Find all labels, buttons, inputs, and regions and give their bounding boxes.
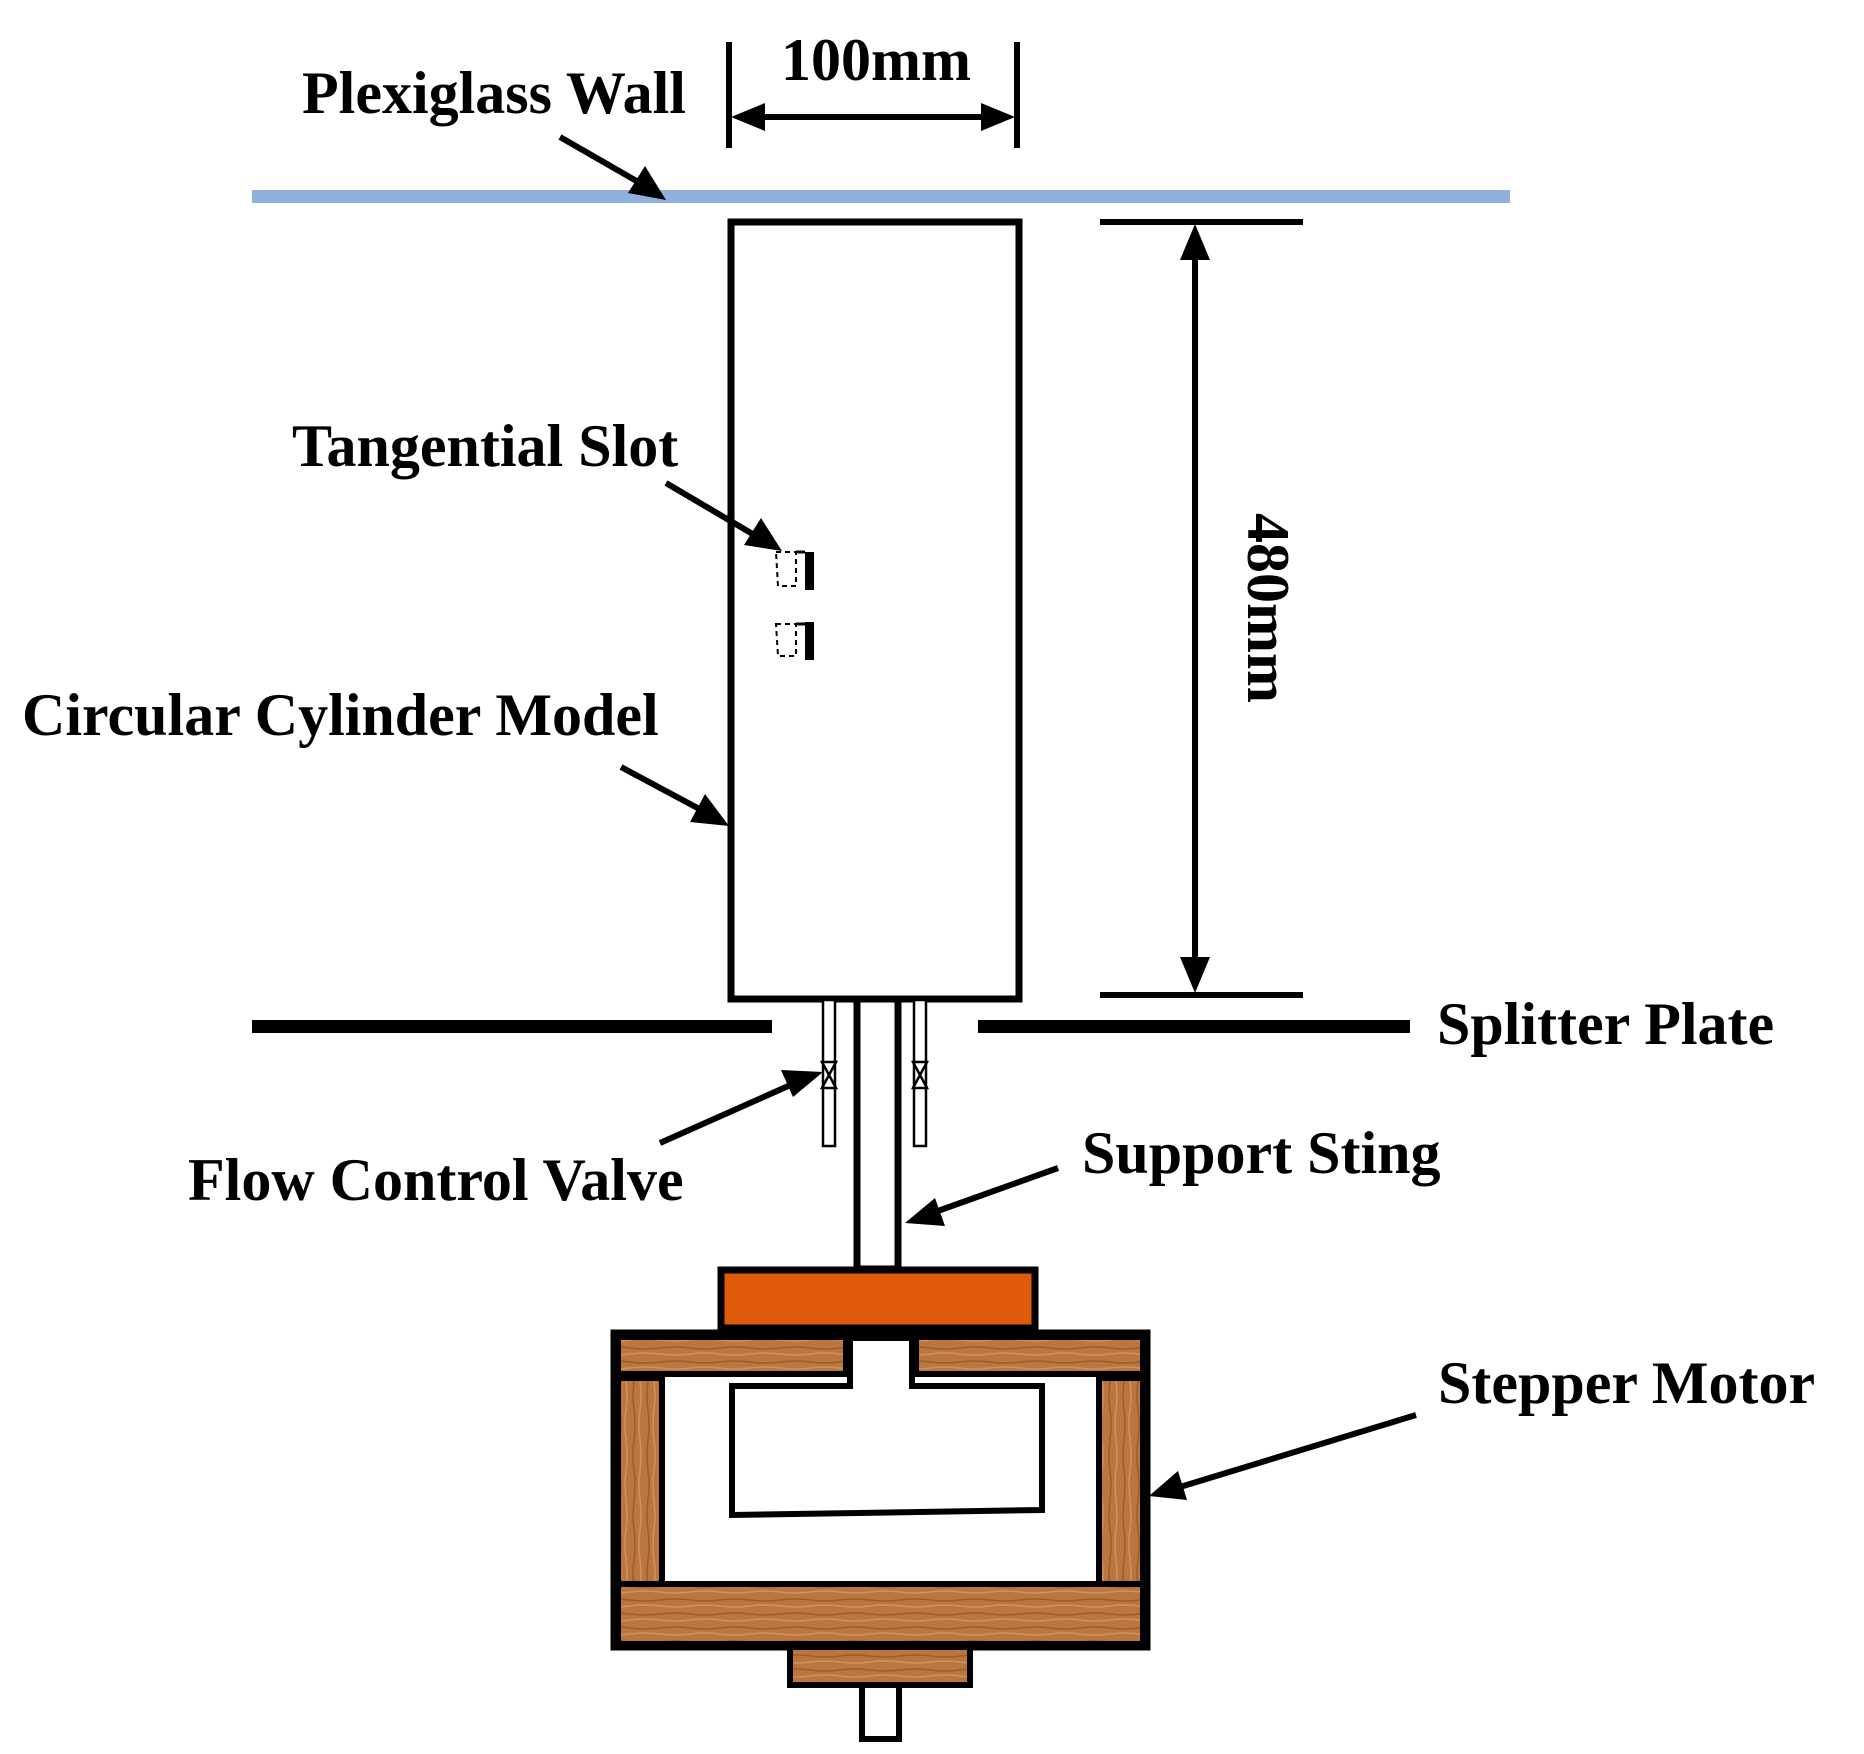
stepper-motor-label: Stepper Motor — [1438, 1350, 1815, 1416]
flow-control-valve-label: Flow Control Valve — [188, 1147, 684, 1213]
motor-coupling — [717, 1266, 1039, 1332]
splitter-plate-label: Splitter Plate — [1437, 991, 1774, 1057]
plexiglass-wall-label: Plexiglass Wall — [302, 60, 686, 126]
plexiglass-wall-arrow — [558, 134, 666, 200]
support-sting — [853, 995, 902, 1273]
cylinder-model-arrow — [619, 764, 729, 826]
stepper-motor — [610, 1329, 1151, 1742]
width-dimension — [726, 42, 1020, 148]
cylinder-model-body — [727, 218, 1023, 1003]
flow-control-valve-right — [910, 998, 930, 1148]
flow-control-valve-arrow — [658, 1070, 823, 1146]
tangential-slot-arrow — [664, 480, 782, 551]
circular-cylinder-model-label: Circular Cylinder Model — [22, 682, 659, 748]
width-dimension-label: 100mm — [781, 27, 971, 93]
splitter-plate — [252, 1020, 1410, 1033]
stepper-motor-arrow — [1149, 1412, 1417, 1500]
height-dimension — [1100, 219, 1303, 998]
support-sting-label: Support Sting — [1082, 1120, 1440, 1186]
tangential-slot-lower — [774, 622, 814, 660]
height-dimension-label: 480mm — [1235, 513, 1301, 703]
tangential-slot-upper — [774, 550, 814, 590]
plexiglass-wall — [252, 190, 1510, 203]
support-sting-arrow — [905, 1165, 1060, 1226]
flow-control-valve-left — [819, 998, 839, 1148]
tangential-slots — [774, 550, 814, 660]
tangential-slot-label: Tangential Slot — [292, 413, 678, 479]
